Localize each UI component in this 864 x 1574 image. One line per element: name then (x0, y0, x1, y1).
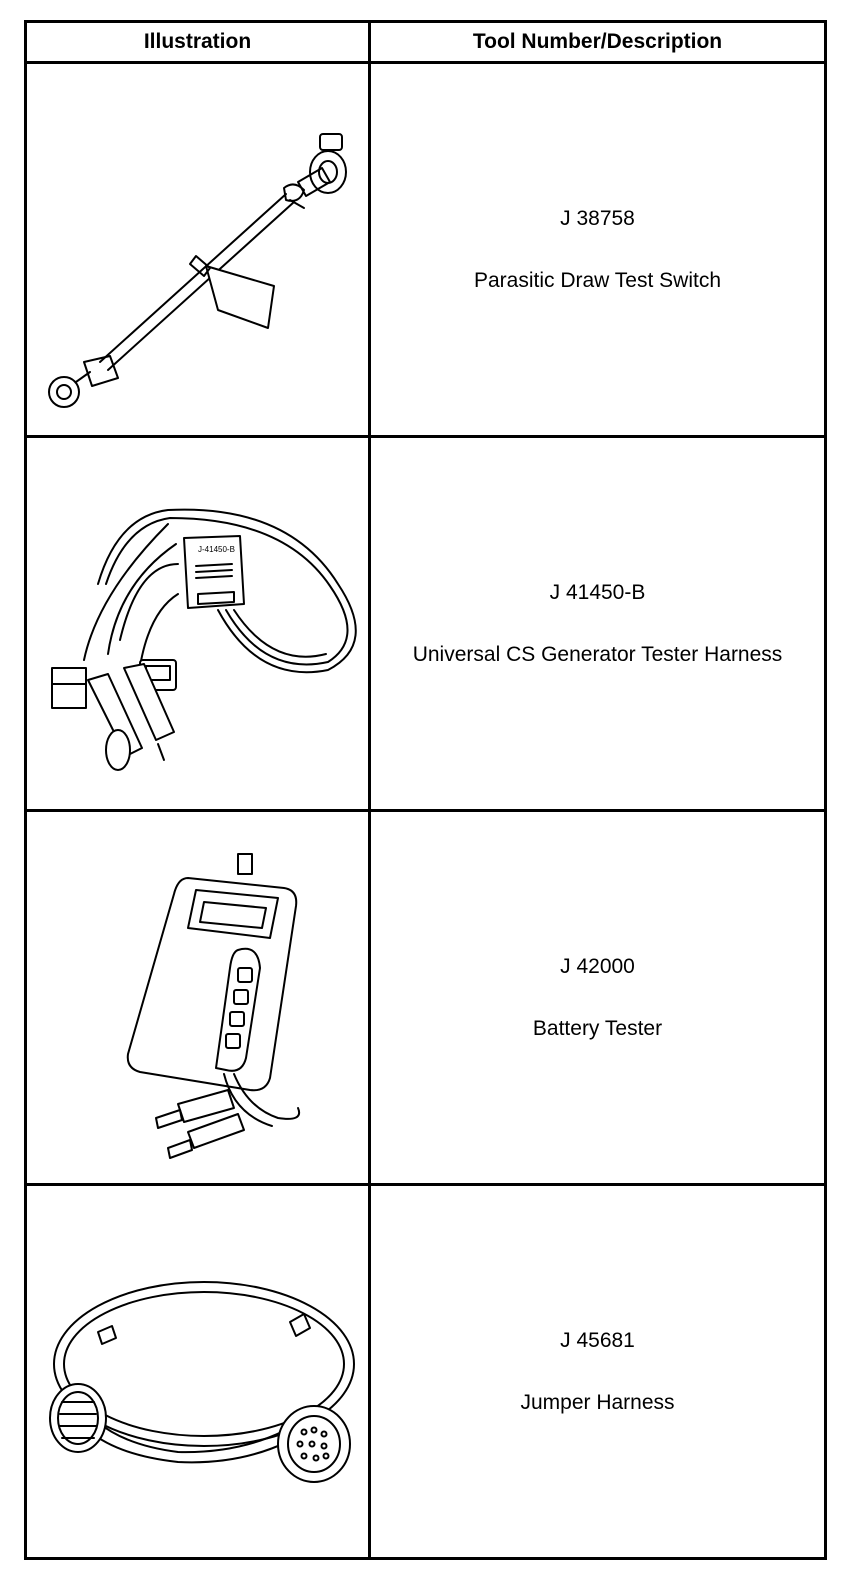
tool-number: J 41450-B (549, 580, 646, 604)
table-row: J 38758 Parasitic Draw Test Switch (24, 61, 827, 438)
tool-info-cell: J 45681 Jumper Harness (368, 1183, 827, 1560)
illustration-cell (24, 61, 371, 438)
tool-info-cell: J 41450-B Universal CS Generator Tester … (368, 435, 827, 812)
battery-tester-icon (126, 852, 300, 1159)
illustration-cell (24, 1183, 371, 1560)
tester-harness-icon: J-41450-B (50, 508, 357, 771)
table-row: J 45681 Jumper Harness (24, 1183, 827, 1560)
header-illustration: Illustration (24, 20, 371, 64)
tool-number: J 42000 (560, 954, 635, 978)
tool-description: Universal CS Generator Tester Harness (412, 642, 783, 666)
tool-number: J 45681 (560, 1328, 635, 1352)
test-switch-icon (47, 132, 347, 408)
tool-info-cell: J 42000 Battery Tester (368, 809, 827, 1186)
illustration-cell (24, 809, 371, 1186)
header-tool-number-description: Tool Number/Description (368, 20, 827, 64)
svg-text:J-41450-B: J-41450-B (198, 545, 235, 554)
tool-number: J 38758 (560, 206, 635, 230)
header-row: Illustration Tool Number/Description (24, 20, 827, 64)
special-tools-table: Illustration Tool Number/Description (24, 20, 827, 1560)
tool-description: Battery Tester (532, 1016, 663, 1040)
tool-info-cell: J 38758 Parasitic Draw Test Switch (368, 61, 827, 438)
tool-description: Jumper Harness (520, 1390, 675, 1414)
illustration-cell: J-41450-B (24, 435, 371, 812)
tool-description: Parasitic Draw Test Switch (473, 268, 722, 292)
table-row: J-41450-B (24, 435, 827, 812)
jumper-harness-icon (48, 1280, 355, 1483)
table-row: J 42000 Battery Tester (24, 809, 827, 1186)
